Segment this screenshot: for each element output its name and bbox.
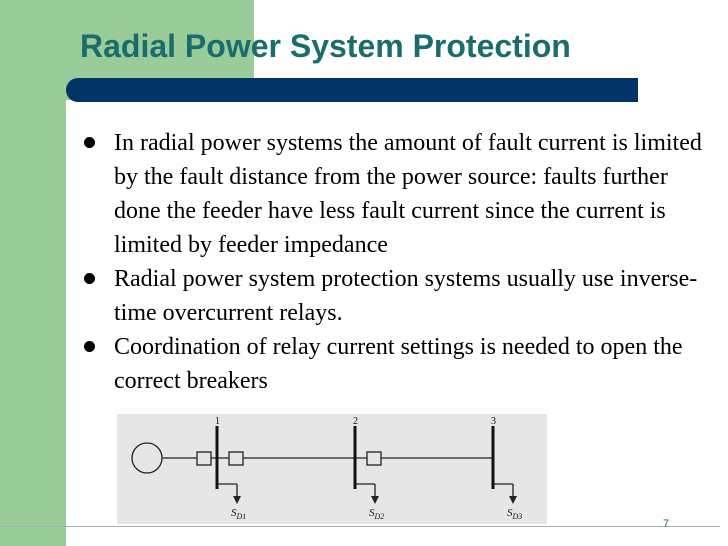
bullet-item: Radial power system protection systems u…	[80, 262, 720, 330]
bullet-dot-icon	[84, 341, 95, 352]
bullet-text: In radial power systems the amount of fa…	[114, 130, 702, 258]
bus-label-1: 1	[215, 416, 220, 427]
page-number: 7	[663, 518, 670, 530]
decor-green-strip	[0, 100, 66, 546]
bus-label-3: 3	[491, 416, 496, 427]
bullet-dot-icon	[84, 273, 95, 284]
load-arrow-icon	[509, 496, 517, 504]
bullet-text: Coordination of relay current settings i…	[114, 334, 683, 394]
bullet-item: In radial power systems the amount of fa…	[80, 126, 720, 262]
slide-title: Radial Power System Protection	[80, 28, 571, 64]
title-underline-bar	[66, 78, 638, 102]
bus-label-2: 2	[353, 416, 358, 427]
load-label-sd3: SD3	[507, 507, 522, 521]
circuit-breaker-icon	[228, 451, 244, 466]
circuit-breaker-icon	[366, 451, 382, 466]
radial-feeder-svg: 1 2 3 SD1 SD2 SD3	[131, 416, 522, 521]
bullet-list: In radial power systems the amount of fa…	[80, 126, 720, 398]
generator-source-icon	[131, 442, 163, 474]
load-label-sd1: SD1	[231, 507, 246, 521]
load-arrow-icon	[371, 496, 379, 504]
load-label-sd2: SD2	[369, 507, 384, 521]
load-arrow-icon	[233, 496, 241, 504]
circuit-breaker-icon	[196, 451, 212, 466]
bullet-text: Radial power system protection systems u…	[114, 266, 698, 326]
bullet-dot-icon	[84, 137, 95, 148]
bullet-item: Coordination of relay current settings i…	[80, 330, 720, 398]
radial-feeder-diagram: 1 2 3 SD1 SD2 SD3	[117, 414, 547, 524]
footer-rule	[0, 526, 720, 527]
